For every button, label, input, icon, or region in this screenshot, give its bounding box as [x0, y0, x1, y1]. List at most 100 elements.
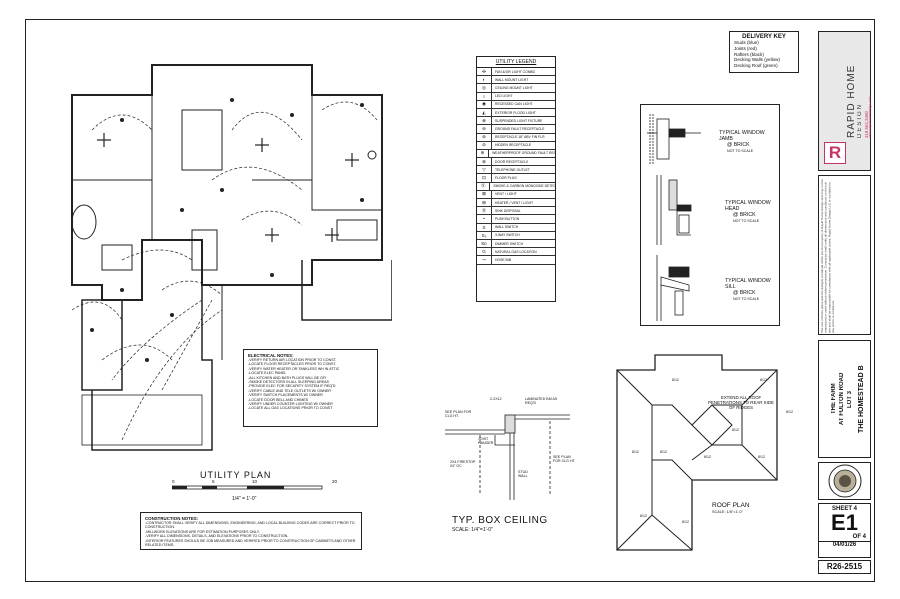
roof-plan-drawing	[616, 354, 778, 551]
telephone-icon: ▽	[477, 166, 492, 174]
legend-label: WALL MOUNT LIGHT	[495, 77, 529, 82]
company-sub: DESIGN	[857, 102, 863, 138]
legend-label: PUSH BUTTON	[495, 216, 520, 221]
heater-icon: ⊞	[477, 199, 492, 207]
legend-label: EXTERIOR FLOOD LIGHT	[495, 110, 536, 115]
legend-row: ○LED LIGHT	[477, 92, 555, 101]
roof-pitch-6: 8/12	[660, 450, 667, 454]
electrical-note-4: -LOCATE ELEC PANEL	[248, 371, 287, 376]
legend-label: WEATHERPROOF GROUND FAULT RECEPTACLE	[492, 151, 555, 156]
legend-row: ⊕SUSPENDED LIGHT FIXTURE	[477, 117, 555, 126]
company-block: R RAPID HOME DESIGN 318.562.3460 www.rap…	[818, 31, 872, 171]
scale-label-2: 10	[252, 479, 258, 484]
window-head-scale: NOT TO SCALE	[733, 219, 760, 223]
roof-pitch-8: 8/12	[758, 455, 765, 459]
legend-label: CEILING MOUNT LIGHT	[495, 85, 533, 90]
construction-note-3: -VERIFY ALL DIMENSIONS, DETAILS, AND ELE…	[145, 534, 289, 539]
window-sill-title: TYPICAL WINDOW SILL	[725, 278, 771, 290]
delivery-key-title: DELIVERY KEY	[742, 34, 786, 40]
sheet-of: OF 4	[852, 534, 866, 540]
can-light-icon: ◉	[477, 100, 492, 108]
window-sill-scale: NOT TO SCALE	[733, 297, 760, 301]
legend-row: ◎CEILING MOUNT LIGHT	[477, 84, 555, 93]
window-details-panel: TYPICAL WINDOW JAMB @ BRICK NOT TO SCALE…	[640, 104, 780, 326]
utility-plan-title: UTILITY PLAN	[200, 470, 272, 480]
company-name: RAPID HOME	[846, 64, 857, 138]
legend-label: VENT / LIGHT	[495, 192, 517, 197]
construction-note-2: -MILLWORK ELEVATIONS ARE FOR ESTIMATION …	[145, 529, 260, 534]
push-button-icon: •	[477, 215, 492, 223]
smoke-detector-icon: Ⓢ	[477, 182, 491, 190]
ceiling-light-icon: ◎	[477, 84, 492, 92]
legend-row: ⊘HIDDEN RECEPTACLE	[477, 141, 555, 150]
legend-label: HEATER / VENT / LIGHT	[495, 200, 534, 205]
legend-label: GROUND FAULT RECEPTACLE	[495, 126, 545, 131]
scale-label-0: 0	[172, 479, 175, 484]
roof-pitch-4: 8/12	[732, 428, 739, 432]
legend-row: ⊞HEATER / VENT / LIGHT	[477, 199, 555, 208]
fan-light-icon: ✣	[477, 68, 492, 76]
receptacle-icon: ⊜	[477, 133, 492, 141]
legend-label: SUSPENDED LIGHT FIXTURE	[495, 118, 543, 123]
legend-row: ⊗DOOR RECEPTACLE	[477, 158, 555, 167]
legend-row: •PUSH BUTTON	[477, 215, 555, 224]
legend-label: LED LIGHT	[495, 94, 513, 99]
utility-legend-title: UTILITY LEGEND	[477, 57, 555, 68]
window-head-label: TYPICAL WINDOW HEAD @ BRICK NOT TO SCALE	[725, 200, 779, 224]
plan-ceiling-fans	[97, 133, 359, 242]
window-head-title: TYPICAL WINDOW HEAD	[725, 200, 771, 212]
delivery-key-item-3: Rafters (black)	[734, 51, 764, 57]
flood-light-icon: ◭	[477, 108, 492, 117]
electrical-notes-title: ELECTRICAL NOTES:	[248, 353, 294, 358]
legend-row: ◉RECESSED CAN LIGHT	[477, 100, 555, 109]
scale-bar-labels: 0 5 10 20	[172, 479, 337, 484]
three-way-switch-icon: S₃	[477, 231, 492, 239]
legend-label: NATURAL GAS LOCATION	[495, 249, 537, 254]
project-name-1: THE FARM	[831, 383, 837, 415]
scale-bar	[172, 485, 323, 490]
wp-receptacle-icon: ⊛	[477, 149, 490, 158]
company-logo: R	[824, 142, 846, 164]
window-sill-detail	[656, 255, 690, 321]
dimmer-icon: Sᴅ	[477, 239, 492, 248]
project-name-2: AT FULTON ROAD	[839, 372, 845, 426]
vent-icon: ⊠	[477, 190, 492, 198]
legend-label: HIDDEN RECEPTACLE	[495, 143, 532, 148]
legend-label: HOSE BIB	[495, 257, 512, 262]
electrical-notes: ELECTRICAL NOTES: -VERIFY RETURN AIR LOC…	[243, 349, 378, 427]
utility-legend-list: ✣FAN &/OR LIGHT COMBO◐WALL MOUNT LIGHT◎C…	[477, 68, 555, 265]
window-jamb-label: TYPICAL WINDOW JAMB @ BRICK NOT TO SCALE	[719, 130, 779, 154]
box-ceiling-label-5: 2X4 FIRESTOP 24" OC	[450, 460, 476, 469]
designer-seal-icon	[828, 464, 861, 498]
plan-fixtures	[90, 98, 364, 362]
wall-light-icon: ◐	[477, 76, 492, 84]
box-ceiling-label-7: SEE PLAN FOR CLG HT.	[553, 455, 576, 464]
box-ceiling-title: TYP. BOX CEILING	[452, 515, 548, 526]
sheet-code: E1	[831, 510, 858, 535]
window-sill-label: TYPICAL WINDOW SILL @ BRICK NOT TO SCALE	[725, 278, 779, 302]
roof-pitch-1: 8/12	[672, 378, 679, 382]
window-sill-subtitle: @ BRICK	[733, 290, 756, 296]
electrical-note-9: -VERIFY SWITCH PLACEMENTS W/ OWNER	[248, 393, 323, 398]
electrical-note-3: -VERIFY WATER HEATER OR TANKLESS WH IN A…	[248, 366, 340, 371]
electrical-note-7: -PROVIDE ELEC FOR SECURITY SYSTEM IF REQ…	[248, 384, 336, 389]
legend-label: TELEPHONE OUTLET	[495, 167, 530, 172]
hose-bib-icon: ⊸	[477, 256, 492, 264]
window-jamb-scale: NOT TO SCALE	[727, 149, 754, 153]
legend-row: ⊠VENT / LIGHT	[477, 190, 555, 199]
sheet-date: 04/01/26	[819, 541, 870, 548]
electrical-note-11: -VERIFY UNDER COUNTER LIGHTING W/ OWNER	[248, 402, 333, 407]
legend-label: DIMMER SWITCH	[495, 241, 524, 246]
disclaimer-text: The use of these plans and the designs c…	[820, 179, 836, 333]
legend-row: ⊸HOSE BIB	[477, 256, 555, 265]
door-receptacle-icon: ⊗	[477, 158, 492, 166]
legend-label: SMOKE & CARBON MONOXIDE DETECTOR	[493, 184, 555, 189]
box-ceiling-drawing	[445, 414, 570, 500]
box-ceiling-label-3: LAMINATED BM AS REQ'D	[525, 397, 558, 406]
delivery-key-item-4: Decking Walls (yellow)	[734, 57, 781, 63]
seal-block	[818, 462, 871, 500]
